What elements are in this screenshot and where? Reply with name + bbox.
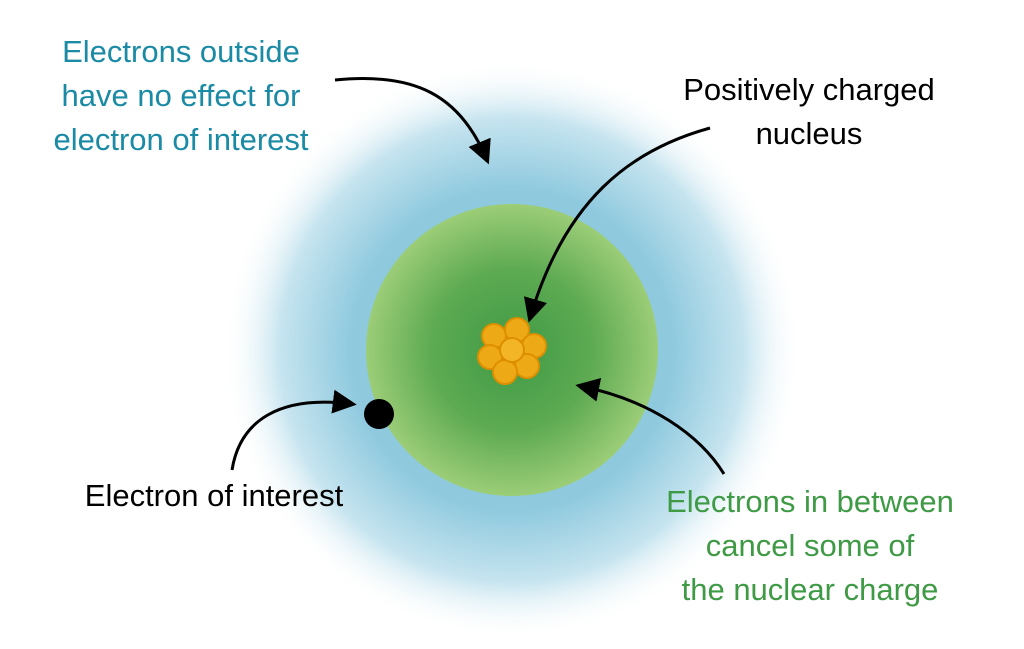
label-line: Positively charged	[683, 72, 935, 107]
arrow-interest	[230, 389, 357, 471]
label-line: cancel some of	[705, 528, 915, 563]
label-electron-of-interest: Electron of interest	[54, 474, 374, 518]
label-electrons-between: Electrons in between cancel some of the …	[640, 480, 980, 612]
arrow-outside	[334, 76, 491, 165]
label-line: Electron of interest	[84, 478, 344, 513]
label-line: have no effect for	[61, 78, 301, 113]
label-nucleus: Positively charged nucleus	[648, 68, 970, 156]
arrow-nucleus	[523, 126, 711, 323]
arrow-between	[575, 378, 726, 475]
label-line: the nuclear charge	[681, 572, 939, 607]
electron-of-interest-dot	[364, 399, 394, 429]
label-line: Electrons outside	[62, 34, 300, 69]
label-line: electron of interest	[53, 122, 309, 157]
nucleus	[477, 317, 547, 385]
label-line: nucleus	[755, 116, 863, 151]
label-electrons-outside: Electrons outside have no effect for ele…	[22, 30, 340, 162]
label-line: Electrons in between	[666, 484, 954, 519]
